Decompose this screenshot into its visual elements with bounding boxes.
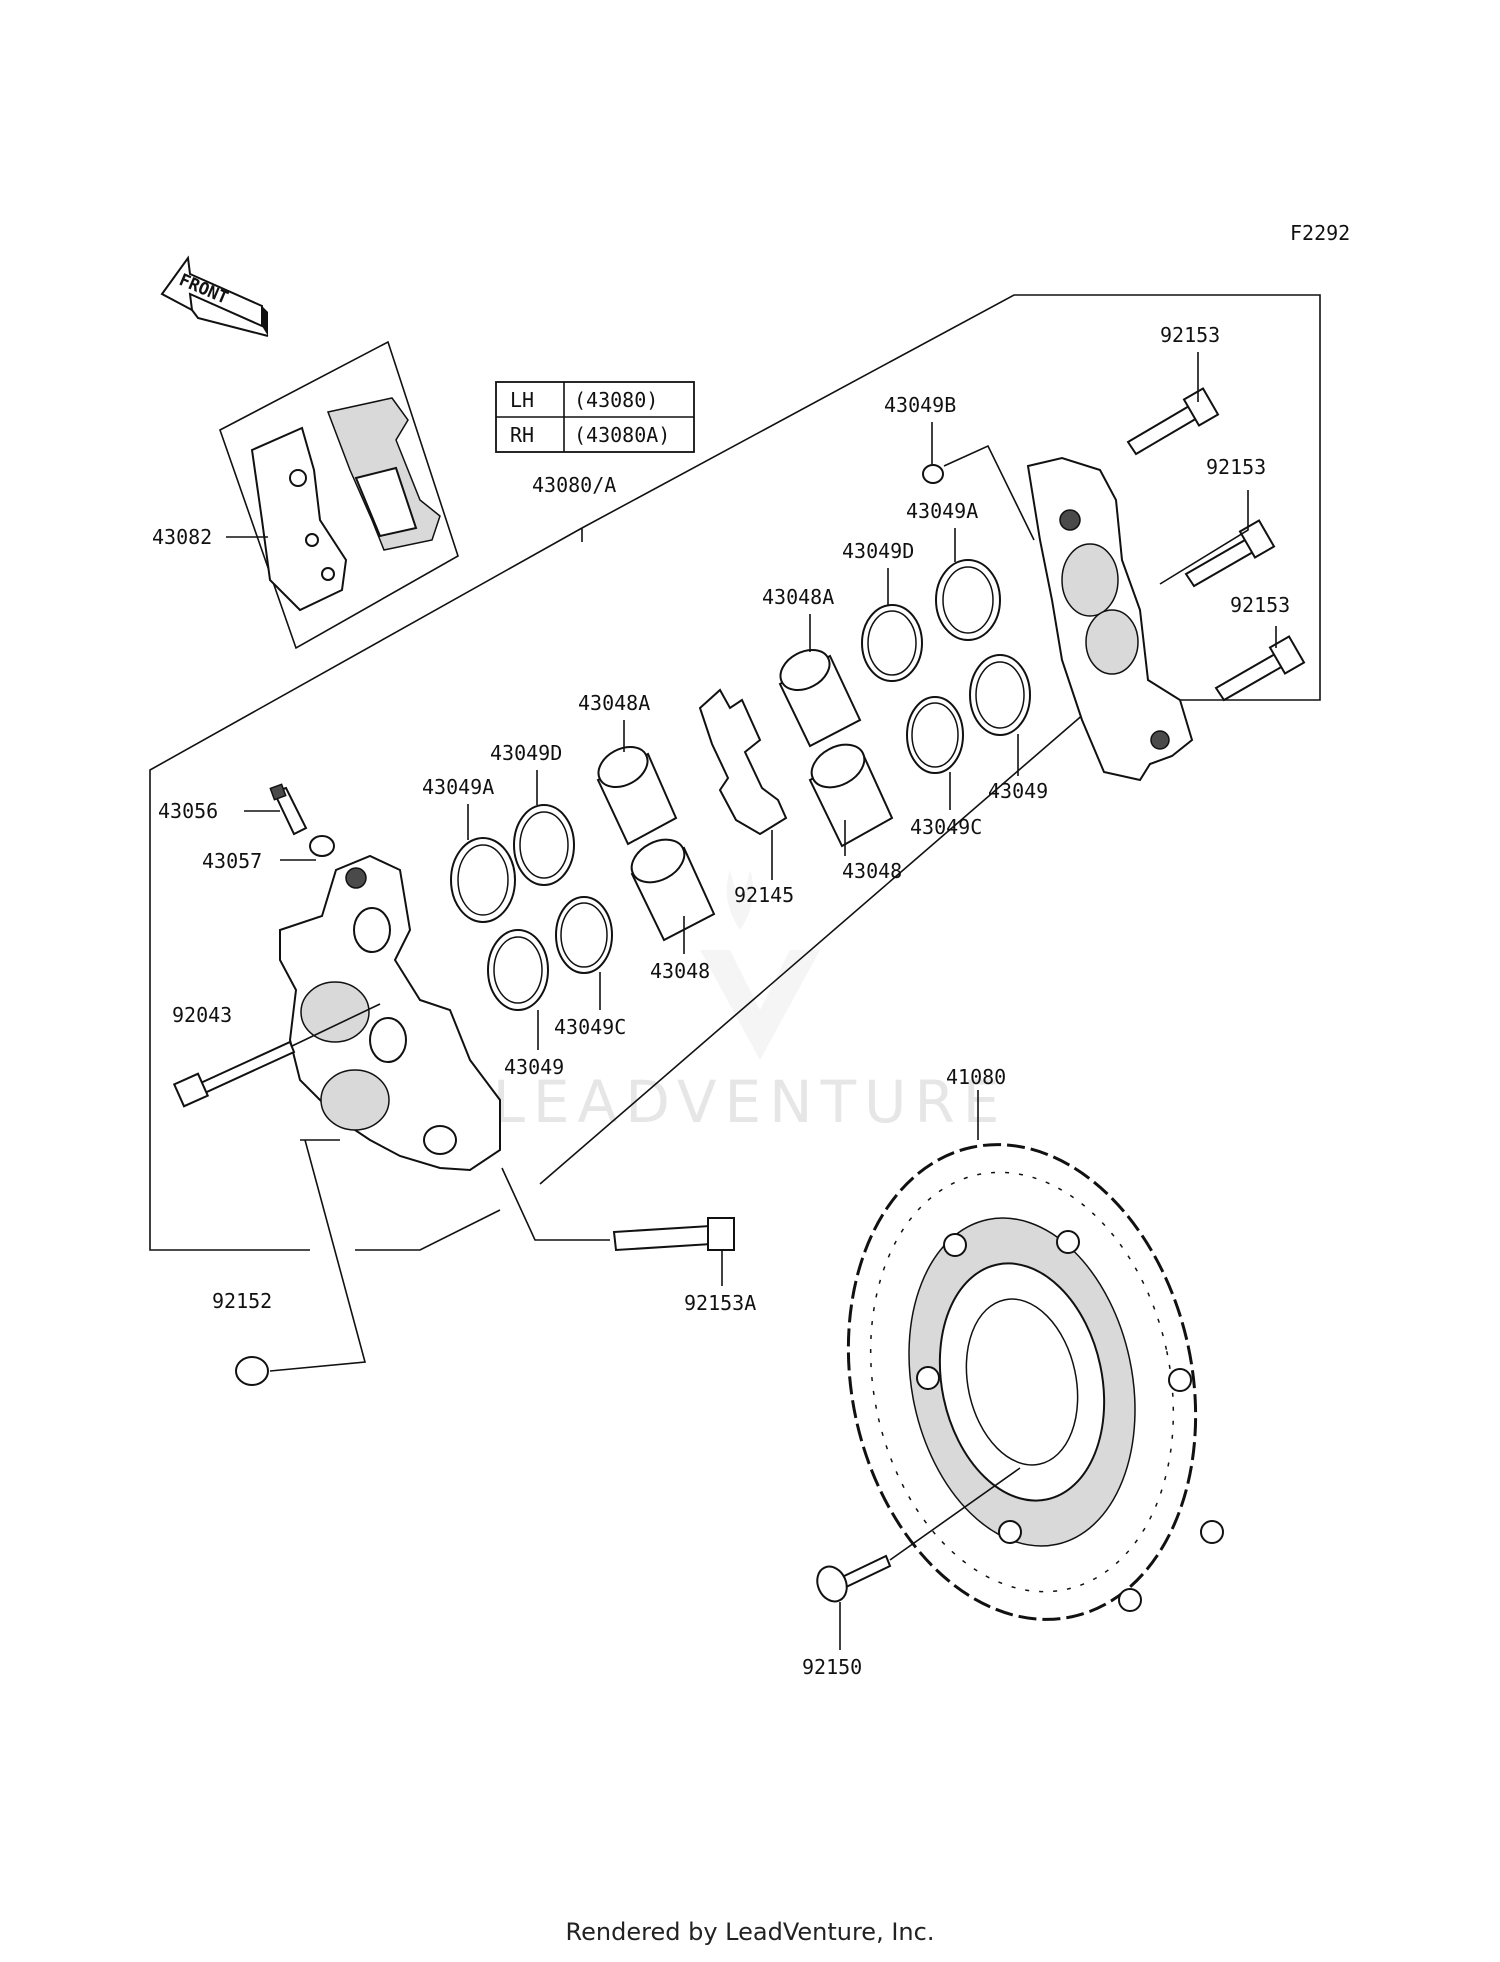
label-92150: 92150 — [802, 1655, 862, 1679]
brake-disc-41080 — [846, 1143, 1224, 1621]
seal-43049b — [922, 464, 944, 484]
disc-bolt-92150 — [816, 1554, 892, 1603]
assembly-boundary-bottom — [355, 1209, 501, 1251]
table-part-rh: (43080A) — [574, 423, 670, 447]
label-92153-middle: 92153 — [1206, 455, 1266, 479]
label-92043: 92043 — [172, 1003, 232, 1027]
piston-43048-right — [808, 743, 894, 848]
label-43082: 43082 — [152, 525, 212, 549]
label-92153-top: 92153 — [1160, 323, 1220, 347]
footer-credit: Rendered by LeadVenture, Inc. — [566, 1918, 935, 1946]
bolt-92153-top — [1126, 387, 1220, 456]
label-43056: 43056 — [158, 799, 218, 823]
table-part-lh: (43080) — [574, 388, 658, 412]
piston-43048a-left — [596, 745, 678, 846]
front-arrow-icon: FRONT — [160, 255, 269, 337]
assembly-boundary-top — [581, 294, 1321, 701]
left-caliper-body — [279, 854, 501, 1172]
label-92153a: 92153A — [684, 1291, 756, 1315]
assembly-boundary-left — [149, 527, 583, 1251]
leader-92043 — [291, 1003, 381, 1047]
label-43049c-left: 43049C — [554, 1015, 626, 1039]
label-43049c-right: 43049C — [910, 815, 982, 839]
assembly-boundary-diag — [539, 699, 1101, 1185]
pad-kit-box — [219, 340, 459, 650]
label-43048a-left: 43048A — [578, 691, 650, 715]
watermark-logo-icon — [700, 870, 820, 1060]
leader-92153a — [501, 1167, 610, 1241]
label-92152: 92152 — [212, 1289, 272, 1313]
label-43049d-right: 43049D — [842, 539, 914, 563]
watermark: LEADVENTURE — [493, 1068, 1008, 1136]
piston-43048a-right — [778, 648, 862, 748]
label-43048a-right: 43048A — [762, 585, 834, 609]
label-41080: 41080 — [946, 1065, 1006, 1089]
bleeder-valve-43056 — [269, 783, 308, 836]
piston-43048-left — [630, 838, 716, 942]
bleeder-cap-43057 — [309, 835, 335, 857]
label-43049-right: 43049 — [988, 779, 1048, 803]
label-43080a: 43080/A — [532, 473, 616, 497]
bolt-92153-bottom — [1214, 635, 1306, 702]
leader-92152 — [269, 1139, 367, 1372]
label-92153-bottom: 92153 — [1230, 593, 1290, 617]
spring-clip-92145 — [698, 688, 788, 836]
leader-43049b-to-caliper — [943, 444, 1035, 541]
label-43049a-right: 43049A — [906, 499, 978, 523]
leader-92153-middle — [1159, 490, 1249, 585]
figure-code: F2292 — [1290, 221, 1350, 245]
label-43049b: 43049B — [884, 393, 956, 417]
collar-92152 — [235, 1356, 269, 1386]
label-43057: 43057 — [202, 849, 262, 873]
brake-pad-shim — [250, 426, 348, 612]
bolt-92153a — [612, 1217, 735, 1252]
bolt-92153-middle — [1184, 519, 1276, 588]
pad-pin-92043 — [172, 1040, 296, 1108]
label-43049-left: 43049 — [504, 1055, 564, 1079]
leader-92150-disc — [889, 1467, 1021, 1561]
label-43048-left: 43048 — [650, 959, 710, 983]
table-side-rh: RH — [510, 423, 534, 447]
label-43049d-left: 43049D — [490, 741, 562, 765]
right-caliper-body — [1026, 456, 1194, 782]
label-43048-right: 43048 — [842, 859, 902, 883]
table-side-lh: LH — [510, 388, 534, 412]
label-92145: 92145 — [734, 883, 794, 907]
label-43049a-left: 43049A — [422, 775, 494, 799]
brake-pad — [326, 397, 441, 551]
side-table: LH (43080) RH (43080A) — [495, 381, 695, 453]
